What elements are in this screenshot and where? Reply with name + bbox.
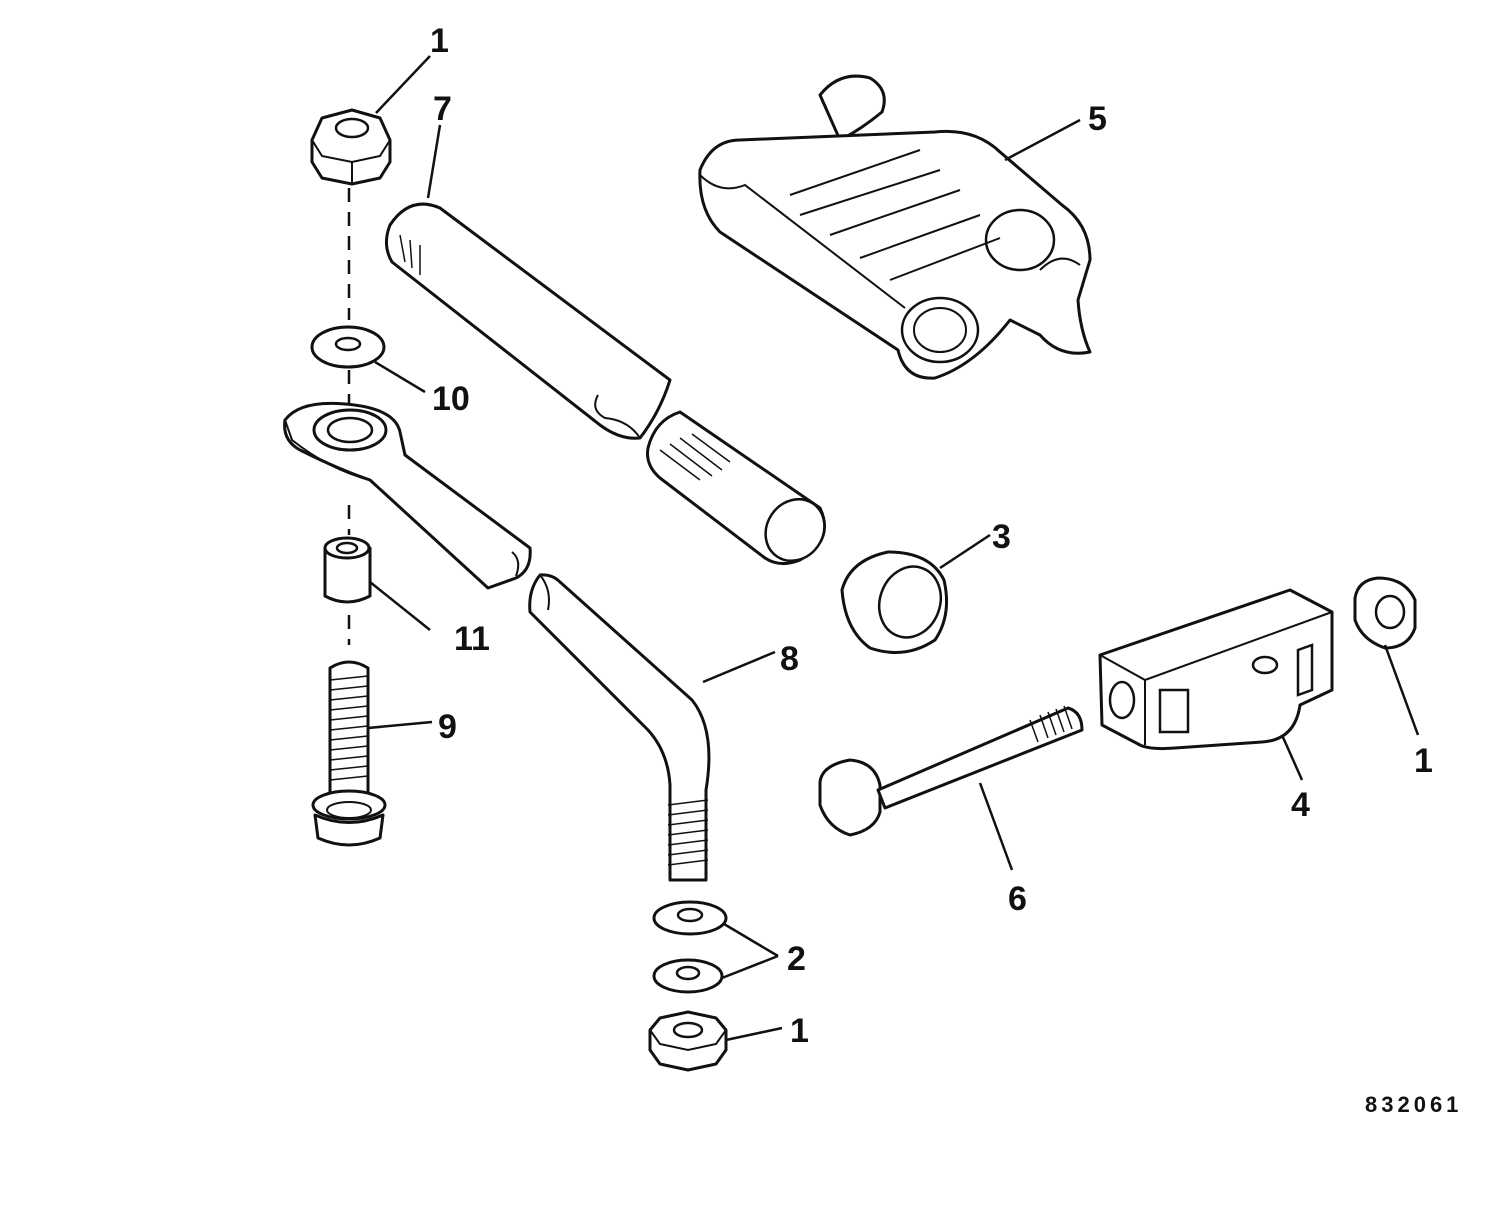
callout-5: 5 (1088, 100, 1107, 138)
callout-11: 11 (454, 620, 490, 658)
part-8-bent-rod (528, 573, 711, 882)
part-1-right-locknut (1353, 576, 1417, 650)
part-6-hex-bolt (818, 705, 1084, 837)
part-4-clevis-block (1098, 588, 1334, 751)
callout-1-top: 1 (430, 22, 449, 60)
callout-4: 4 (1291, 786, 1310, 824)
callout-10: 10 (432, 380, 470, 418)
part-11-spacer-sleeve (323, 536, 372, 604)
part-9-bolt (311, 660, 387, 847)
part-1-bottom-locknut (648, 1010, 728, 1072)
callout-1-right: 1 (1414, 742, 1433, 780)
part-10-washer (310, 325, 386, 369)
callout-8: 8 (780, 640, 799, 678)
leader-lines (367, 55, 1420, 1042)
part-8-rod-end-upper (283, 401, 532, 590)
part-3-ferrule (840, 550, 949, 654)
part-7-cable-tube (385, 202, 826, 565)
part-1-top-locknut (310, 108, 392, 186)
callout-2: 2 (787, 940, 806, 978)
callout-9: 9 (438, 708, 457, 746)
callout-6: 6 (1008, 880, 1027, 918)
part-5-anchor-bracket (698, 74, 1092, 380)
callout-3: 3 (992, 518, 1011, 556)
drawing-number: 832061 (1365, 1092, 1462, 1117)
callout-1-bottom: 1 (790, 1012, 809, 1050)
part-2-washers (652, 900, 728, 994)
callout-7: 7 (433, 90, 452, 128)
